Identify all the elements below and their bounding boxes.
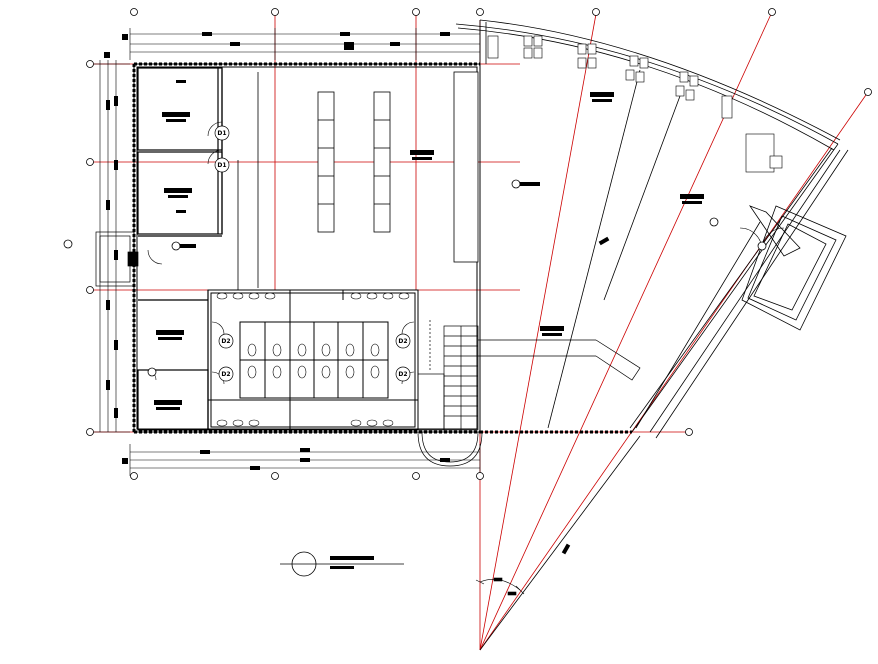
toilet-fixture-icon: [350, 419, 362, 427]
desk-group-icon: [689, 75, 699, 87]
desk-group-icon: [625, 69, 635, 81]
fan-hall-lines: [479, 69, 849, 651]
door-swing-icon: [211, 321, 225, 335]
level-marker-icon: [511, 179, 521, 189]
desk-group-icon: [639, 57, 649, 69]
desk-group-icon: [533, 35, 543, 47]
level-marker-icon: [171, 241, 181, 251]
desk-group-icon: [533, 47, 543, 59]
toilet-fixture-icon: [345, 365, 355, 379]
toilet-fixture-icon: [247, 365, 257, 379]
grid-bubbles: [86, 8, 872, 480]
grid-bubble-icon: [476, 8, 484, 16]
desk-group-icon: [721, 95, 733, 119]
door-tag: D2: [398, 338, 407, 345]
grid-bubble-icon: [86, 286, 94, 294]
toilet-fixture-icon: [297, 365, 307, 379]
toilet-fixture-icon: [248, 292, 260, 300]
angle-dimension: [475, 577, 525, 596]
toilet-fixture-icon: [232, 419, 244, 427]
interior-walls-left: [137, 67, 223, 431]
toilet-fixture-icon: [264, 292, 276, 300]
toilet-fixture-icon: [350, 292, 362, 300]
desk-group-icon: [685, 89, 695, 101]
desk-group-icon: [587, 43, 597, 55]
toilet-block: [207, 289, 419, 431]
desk-group-icon: [577, 43, 587, 55]
level-marker-icon: [147, 367, 157, 377]
toilet-fixture-icon: [382, 419, 394, 427]
door-tag: D2: [221, 371, 230, 378]
hall-tables: [237, 71, 479, 290]
dimension-ticks-bottom: [122, 448, 450, 470]
desk-group-icon: [587, 57, 597, 69]
toilet-fixture-icon: [366, 419, 378, 427]
grid-bubble-icon: [412, 472, 420, 480]
toilet-fixture-icon: [370, 365, 380, 379]
grid-bubble-icon: [685, 428, 693, 436]
door-swing-icon: [207, 121, 223, 137]
door-swing-icon: [207, 149, 223, 165]
grid-bubble-icon: [476, 472, 484, 480]
desk-group-icon: [523, 35, 533, 47]
dimension-lines-top: [129, 28, 481, 60]
desk-group-icon: [629, 55, 639, 67]
door-tag-bubbles: [214, 125, 411, 382]
door-tag-labels: D1 D1 D2 D2 D2 D2: [217, 130, 407, 378]
grid-bubble-icon: [86, 158, 94, 166]
door-tag: D2: [221, 338, 230, 345]
entrance-ramp: [95, 231, 139, 287]
grid-bubble-icon: [271, 472, 279, 480]
door-tag: D2: [398, 371, 407, 378]
room-tags: [154, 80, 704, 555]
toilet-fixture-icon: [370, 343, 380, 357]
toilet-fixture-icon: [297, 343, 307, 357]
level-marker-icon: [757, 241, 767, 251]
toilet-fixture-icon: [398, 292, 410, 300]
grid-bubble-icon: [768, 8, 776, 16]
door-swing-icon: [401, 321, 415, 335]
grid-bubble-icon: [130, 8, 138, 16]
grid-bubble-icon: [412, 8, 420, 16]
toilet-fixture-icon: [216, 419, 228, 427]
level-marker-icon: [63, 239, 73, 249]
toilet-fixtures: [216, 292, 410, 427]
dimension-ticks-top: [122, 32, 450, 50]
toilet-fixture-icon: [248, 419, 260, 427]
stair-tower: [417, 320, 641, 467]
toilet-fixture-icon: [272, 365, 282, 379]
grid-bubble-icon: [86, 428, 94, 436]
toilet-fixture-icon: [247, 343, 257, 357]
level-marker-icon: [709, 217, 719, 227]
toilet-fixture-icon: [216, 292, 228, 300]
desk-group-icon: [679, 71, 689, 83]
desk-group-icon: [675, 85, 685, 97]
drawing-title: [280, 551, 404, 577]
grid-bubble-icon: [592, 8, 600, 16]
curved-facade: [455, 19, 841, 433]
dimension-lines-left: [94, 60, 130, 433]
grid-bubble-icon: [864, 88, 872, 96]
grid-bubble-icon: [86, 60, 94, 68]
desk-group-icon: [487, 35, 499, 59]
grid-bubble-icon: [130, 472, 138, 480]
desk-groups: [487, 35, 783, 173]
toilet-fixture-icon: [366, 292, 378, 300]
door-tag: D1: [217, 130, 226, 137]
door-swing-icon: [147, 249, 163, 265]
toilet-fixture-icon: [382, 292, 394, 300]
desk-group-icon: [635, 71, 645, 83]
dimension-ticks-left: [104, 52, 118, 418]
toilet-fixture-icon: [232, 292, 244, 300]
desk-group-icon: [577, 57, 587, 69]
toilet-fixture-icon: [321, 343, 331, 357]
desk-group-icon: [523, 47, 533, 59]
toilet-fixture-icon: [345, 343, 355, 357]
level-markers: [63, 179, 767, 377]
door-tag: D1: [217, 162, 226, 169]
toilet-fixture-icon: [321, 365, 331, 379]
grid-bubble-icon: [271, 8, 279, 16]
toilet-fixture-icon: [272, 343, 282, 357]
